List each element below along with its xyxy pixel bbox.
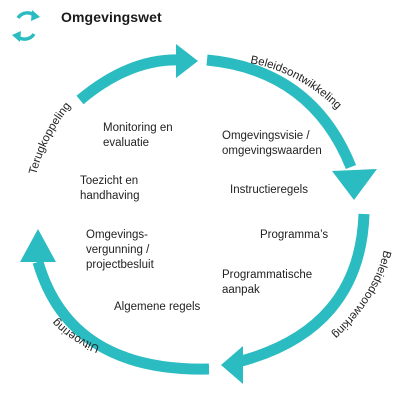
phase-label-terugkoppeling: Terugkoppeling [27, 100, 73, 175]
item-programmas: Programma’s [260, 229, 329, 241]
item-instructieregels: Instructieregels [230, 184, 308, 196]
arrow-top-right [76, 44, 198, 105]
cycle-arrows-icon [12, 10, 40, 42]
item-algemene-regels: Algemene regels [114, 301, 201, 313]
arrow-right-down [206, 54, 377, 200]
item-toezicht: Toezicht en handhaving [80, 175, 140, 202]
arrow-left-up [20, 229, 210, 375]
arrow-bottom-left [221, 213, 370, 384]
item-omgevingsvisie: Omgevingsvisie / omgevingswaarden [222, 130, 322, 157]
item-omgevingsvergunning: Omgevings- vergunning / projectbesluit [86, 229, 154, 271]
phase-label-beleidsontwikkeling: Beleidsontwikkeling [249, 54, 343, 112]
page-title: Omgevingswet [61, 9, 162, 25]
item-programmatische-aanpak: Programmatische aanpak [222, 269, 313, 296]
item-monitoring: Monitoring en evaluatie [103, 122, 173, 149]
